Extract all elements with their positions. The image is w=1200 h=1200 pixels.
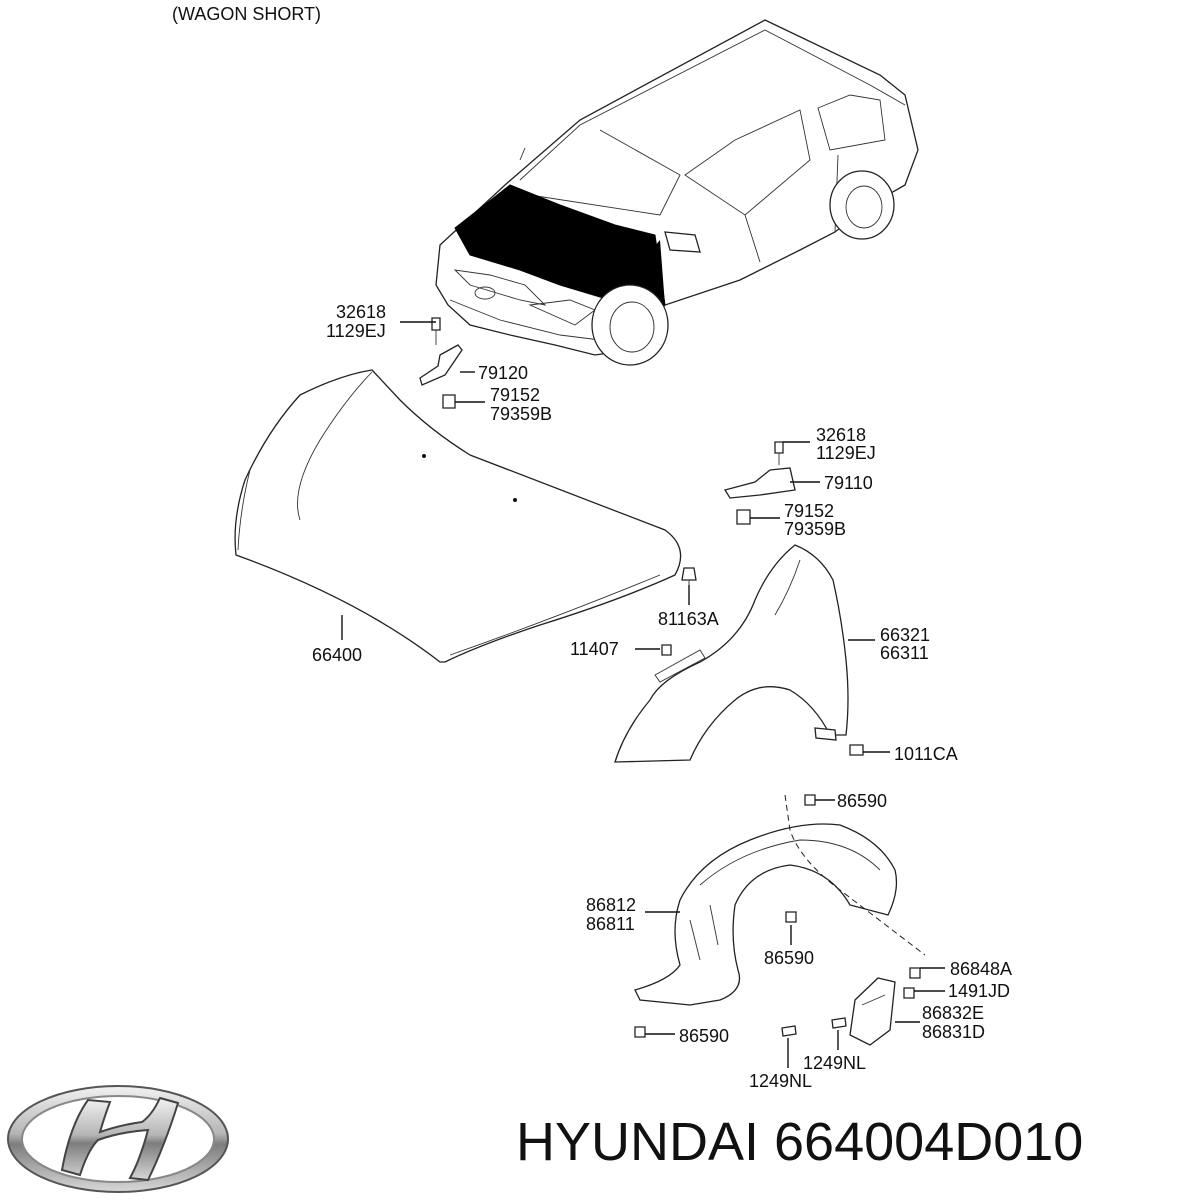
diagram-title: (WAGON SHORT) bbox=[172, 4, 321, 24]
callout-c8-line1: 66400 bbox=[312, 645, 362, 665]
mud-guard bbox=[781, 967, 921, 1046]
callout-c20-line1: 1249NL bbox=[749, 1071, 812, 1091]
callout-c5-line1: 79110 bbox=[824, 473, 873, 493]
callout-c1-line2: 1129EJ bbox=[326, 321, 386, 341]
callout-c4-line2: 1129EJ bbox=[816, 443, 876, 463]
vehicle-illustration bbox=[435, 19, 919, 366]
hood-hinge-lower bbox=[723, 441, 796, 525]
hood-panel bbox=[234, 369, 682, 663]
callout-c1-line1: 32618 bbox=[336, 302, 386, 322]
callout-c17-line1: 86832E bbox=[922, 1003, 984, 1023]
callout-labels: 32618 1129EJ 79120 79152 79359B 32618 11… bbox=[312, 302, 1012, 1091]
callout-c3-line2: 79359B bbox=[490, 404, 552, 424]
wheel-guard-liner bbox=[634, 794, 926, 1038]
callout-c10-line2: 66311 bbox=[880, 643, 929, 663]
callout-c19-line1: 1249NL bbox=[803, 1053, 866, 1073]
callout-c16-line1: 1491JD bbox=[948, 981, 1010, 1001]
callout-c4-line1: 32618 bbox=[816, 425, 866, 445]
hyundai-logo bbox=[7, 1085, 229, 1193]
callout-c15-line1: 86848A bbox=[950, 959, 1012, 979]
front-fender bbox=[614, 544, 864, 763]
callout-c2-line1: 79120 bbox=[478, 363, 528, 383]
callout-c17-line2: 86831D bbox=[922, 1022, 985, 1042]
callout-c13-line1: 86812 bbox=[586, 895, 636, 915]
hood-hinge-upper bbox=[419, 317, 463, 409]
callout-c12-line1: 86590 bbox=[837, 791, 887, 811]
brand-part-number: HYUNDAI 664004D010 bbox=[516, 1112, 1083, 1172]
leader-lines bbox=[341, 321, 945, 1068]
callout-c6-line2: 79359B bbox=[784, 519, 846, 539]
callout-c13-line2: 86811 bbox=[586, 914, 635, 934]
callout-c14-line1: 86590 bbox=[764, 948, 814, 968]
callout-c7-line1: 81163A bbox=[658, 609, 719, 629]
callout-c6-line1: 79152 bbox=[784, 501, 834, 521]
callout-c11-line1: 1011CA bbox=[894, 744, 958, 764]
callout-c9-line1: 11407 bbox=[570, 639, 619, 659]
callout-c3-line1: 79152 bbox=[490, 385, 540, 405]
callout-c18-line1: 86590 bbox=[679, 1026, 729, 1046]
callout-c10-line1: 66321 bbox=[880, 625, 930, 645]
